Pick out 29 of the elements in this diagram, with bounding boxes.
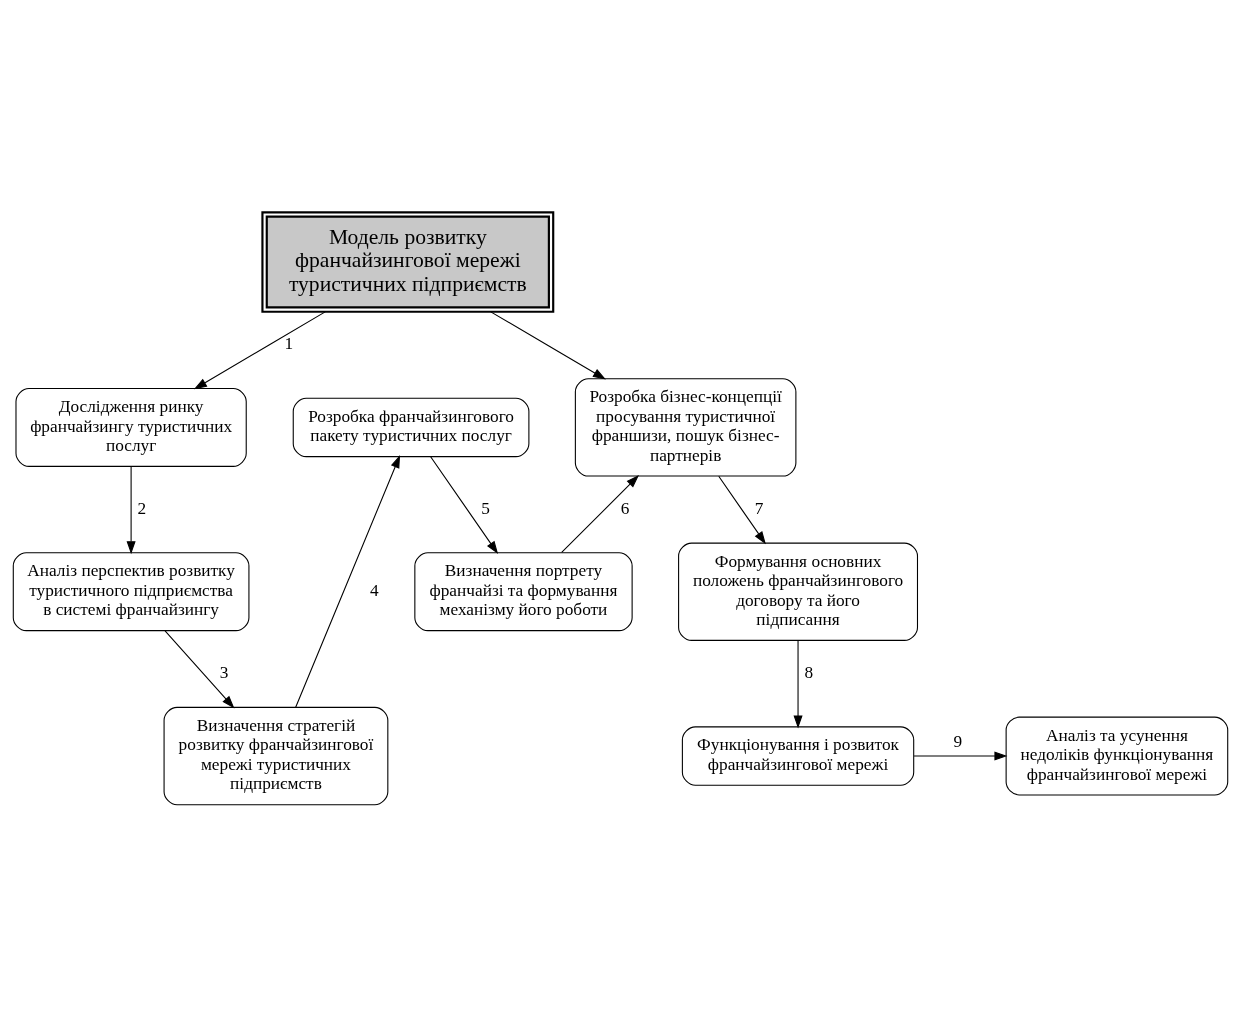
edge-label: 9 [953,731,963,751]
node-box: Функціонування і розвиток франчайзингової мережі [681,725,915,786]
node-box: Розробка франчайзингового пакету туристичних послуг [292,397,530,457]
arrow [490,310,606,379]
arrow [193,310,326,389]
arrow [718,475,766,544]
edge-label: 3 [219,662,229,682]
node-box: Формування основних положень франчайзингового договору та його підписання [678,542,919,641]
arrow [164,629,235,709]
node-box: Модель розвитку франчайзингової мережі туристичних підприємств [261,210,555,313]
arrow [295,454,401,708]
node-box: Дослідження ринку франчайзингу туристичних послуг [15,387,247,467]
arrow [561,474,639,553]
node-box: Визначення стратегій розвитку франчайзингової мережі туристичних підприємств [163,706,389,805]
node-box: Визначення портрету франчайзі та формування механізму його роботи [414,551,633,631]
node-box: Аналіз перспектив розвитку туристичного підприємства в системі франчайзингу [12,551,250,631]
node-box: Аналіз та усунення недоліків функціонування франчайзингової мережі [1005,716,1229,795]
edge-label: 6 [620,498,630,518]
arrow [793,639,803,728]
arrow [913,751,1008,761]
edge-label: 1 [284,333,294,353]
edge-label: 8 [804,662,814,682]
edge-label: 7 [754,498,764,518]
edge-label: 4 [369,580,379,600]
arrow [126,465,136,554]
edge-label: 5 [481,498,490,518]
node-box: Розробка бізнес-концепції просування туристичної франшизи, пошук бізнес-партнерів [574,377,797,477]
arrow [430,455,499,554]
edge-label: 2 [137,498,147,518]
